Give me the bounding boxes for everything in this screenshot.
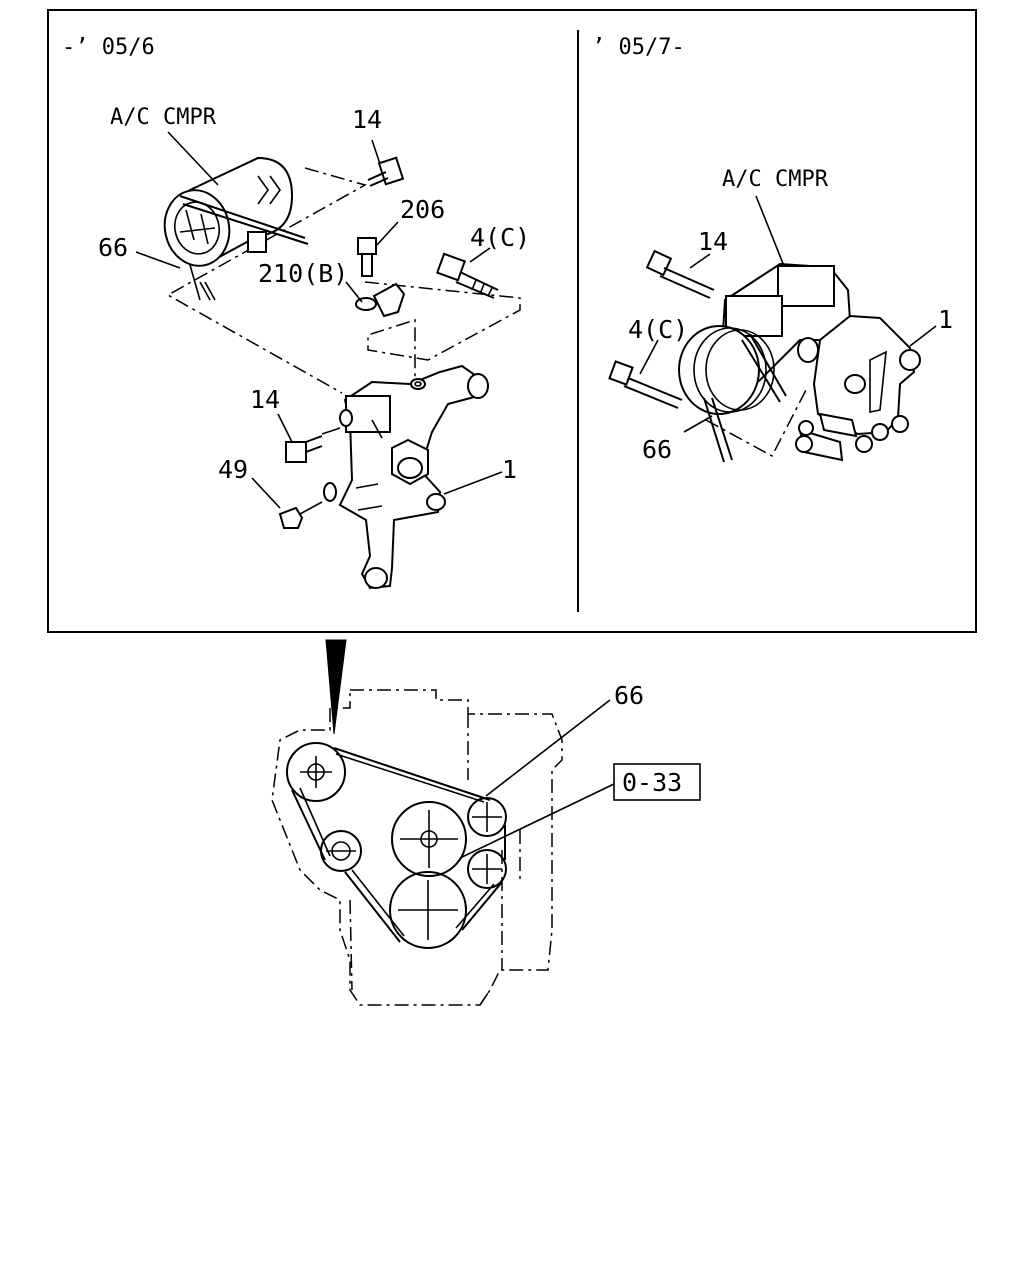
label-66-engine: 66: [614, 681, 644, 710]
ac-compressor-right: [678, 262, 852, 463]
nut-49: [278, 501, 323, 529]
upper-frame: [47, 9, 977, 633]
bolt-206: [357, 237, 377, 277]
label-66-right: 66: [642, 435, 672, 464]
ac-compressor-left: [163, 156, 309, 301]
bolt-4c-left: [435, 252, 499, 299]
washer-210b: [355, 282, 406, 318]
belt-outer: [291, 747, 506, 943]
label-1-right: 1: [938, 305, 953, 334]
label-4c-right: 4(C): [628, 315, 688, 344]
bolt-14-right: [645, 249, 715, 299]
pointer-arrow-icon: [325, 639, 347, 735]
bracket-left: [323, 364, 489, 590]
right-period-label: ’ 05/7-: [592, 35, 685, 60]
ref-box: [613, 763, 701, 801]
label-4c-left: 4(C): [470, 223, 530, 252]
label-14-side: 14: [250, 385, 280, 414]
label-14-right: 14: [698, 227, 728, 256]
bracket-right: [795, 314, 921, 462]
label-49: 49: [218, 455, 248, 484]
engine-belt-diagram: [271, 639, 701, 1006]
label-206: 206: [400, 195, 445, 224]
bolt-4c-right: [608, 360, 683, 409]
left-period-label: -’ 05/6: [62, 35, 155, 60]
bolt-14-top: [367, 156, 405, 187]
label-66-left: 66: [98, 233, 128, 262]
label-1-left: 1: [502, 455, 517, 484]
label-0-33[interactable]: 0-33: [622, 768, 682, 797]
bolt-14-side: [285, 427, 341, 463]
left-assembly: [135, 131, 521, 590]
right-assembly: [608, 195, 937, 463]
label-210b: 210(B): [258, 259, 348, 288]
belt-inner: [299, 753, 495, 937]
label-ac-cmpr-left: A/C CMPR: [110, 105, 217, 130]
label-14-top: 14: [352, 105, 382, 134]
label-ac-cmpr-right: A/C CMPR: [722, 167, 829, 192]
